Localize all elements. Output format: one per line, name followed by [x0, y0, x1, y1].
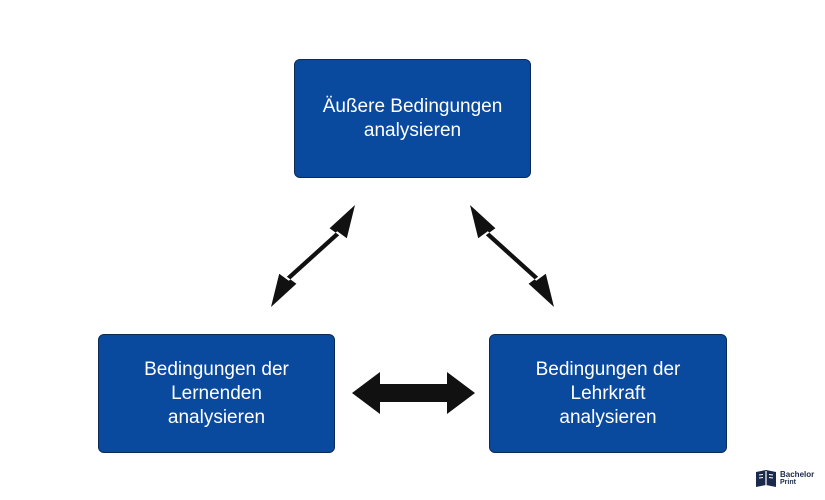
- bachelorprint-logo: Bachelor Print: [755, 468, 817, 490]
- logo-line-2: Print: [780, 479, 796, 486]
- double-arrow-top-right: [470, 205, 554, 307]
- node-bedingungen-lernende: Bedingungen der Lernenden analysieren: [98, 334, 335, 453]
- bachelorprint-book-icon: [756, 470, 776, 487]
- logo-wordmark: Bachelor Print: [780, 471, 814, 487]
- node-bedingungen-lehrkraft: Bedingungen der Lehrkraft analysieren: [489, 334, 727, 453]
- logo-line-1: Bachelor: [780, 470, 815, 479]
- double-arrow-top-left: [271, 205, 355, 307]
- node-aeussere-bedingungen: Äußere Bedingungen analysieren: [294, 59, 531, 178]
- double-arrow-left-right: [352, 372, 475, 414]
